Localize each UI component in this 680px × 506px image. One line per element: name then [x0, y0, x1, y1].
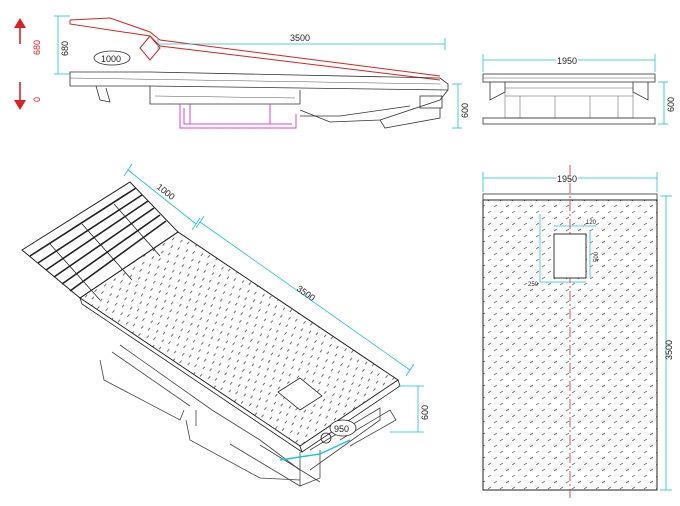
front-view: 1950 600 — [482, 54, 676, 125]
iso-pump-icon — [320, 432, 332, 444]
lip-length-badge: 1000 — [93, 50, 131, 66]
iso-cylinder-label: 950 — [334, 424, 349, 434]
plan-view: 1950 250 500 120 3500 — [482, 165, 674, 498]
iso-view: 950 1000 3500 600 — [21, 163, 430, 487]
deck-length-label: 3500 — [290, 33, 310, 43]
raised-hinge — [139, 35, 161, 61]
front-left-leg — [489, 82, 506, 101]
plan-box-c-label: 120 — [586, 220, 597, 226]
pit-frame-rail — [154, 95, 296, 99]
cylinder-rod — [300, 105, 411, 117]
level-zero-label: 0 — [32, 97, 42, 102]
level-indicator: 680 0 — [14, 18, 42, 110]
front-pit-frame — [504, 87, 634, 119]
plan-inspection-hatch — [553, 233, 587, 279]
iso-hatch — [277, 377, 323, 411]
height-left-label: 680 — [60, 41, 70, 56]
lip-length-label: 1000 — [101, 54, 121, 64]
iso-deck-label: 3500 — [295, 283, 317, 303]
level-up-label: 680 — [32, 40, 42, 55]
height-dimension: 680 — [54, 15, 70, 75]
front-width-label: 1950 — [557, 56, 577, 66]
front-height-dimension: 600 — [658, 81, 676, 125]
cylinder-link — [299, 89, 449, 123]
iso-cylinder-badge: 950 — [329, 419, 357, 437]
plan-hatch-dimensions: 250 500 120 — [528, 214, 600, 288]
iso-height-label: 600 — [420, 405, 430, 420]
plan-width-dimension: 1950 — [482, 172, 658, 192]
lip-end — [95, 85, 111, 103]
pit-depth-label: 600 — [460, 103, 470, 118]
raised-deck-bottom — [69, 20, 441, 81]
raised-deck-top — [69, 17, 441, 77]
front-height-label: 600 — [666, 97, 676, 112]
side-view: 680 0 680 3500 1000 — [14, 15, 470, 129]
lowered-deck — [69, 71, 449, 91]
front-width-dimension: 1950 — [482, 54, 656, 72]
deck-length-dimension: 3500 — [157, 33, 446, 50]
rear-hinge — [379, 108, 441, 129]
iso-lip-label: 1000 — [155, 182, 177, 202]
plan-width-label: 1950 — [557, 174, 577, 184]
rear-hinge-block — [419, 95, 443, 109]
iso-height-dimension: 600 — [390, 385, 430, 433]
pit-frame — [149, 86, 301, 105]
lowered-deck-edge — [69, 77, 441, 85]
plan-box-b-label: 500 — [594, 251, 600, 262]
iso-hydraulic-line — [279, 439, 351, 461]
pit-depth-dimension: 600 — [452, 83, 470, 129]
front-base — [482, 117, 656, 125]
plan-box-a-label: 250 — [528, 282, 539, 288]
maintenance-strut — [179, 104, 297, 129]
front-right-leg — [632, 82, 649, 101]
plan-length-dimension: 3500 — [660, 195, 674, 491]
plan-length-label: 3500 — [664, 340, 674, 360]
